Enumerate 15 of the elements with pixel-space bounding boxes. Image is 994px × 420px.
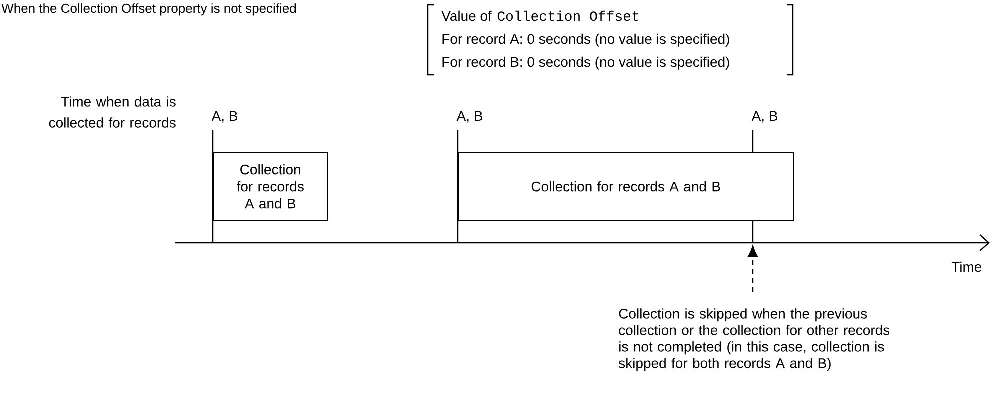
process-box: Collection for records A and B (213, 152, 328, 222)
arrow (748, 246, 758, 292)
axis-label: Time (952, 262, 982, 272)
note-text: Collection is skipped when the previous collection or the collection for other records is not completed (in this case, collection is skipped for both records A and B) (619, 308, 890, 372)
time-axis (175, 234, 990, 252)
axis-label: Time when data is collected for records (49, 96, 176, 128)
label-text: For record B: 0 seconds (no value is specified) (442, 56, 730, 70)
label-text: Value of (442, 10, 492, 22)
process-box: Collection for records A and B (458, 152, 794, 222)
tick-label: A, B (212, 111, 238, 123)
tick-label: A, B (752, 111, 778, 123)
label-text: For record A: 0 seconds (no value is specified) (442, 34, 730, 47)
tick-label: A, B (456, 111, 482, 123)
title: When the Collection Offset property is not specified (2, 4, 296, 16)
code-text: Collection Offset (498, 10, 638, 22)
